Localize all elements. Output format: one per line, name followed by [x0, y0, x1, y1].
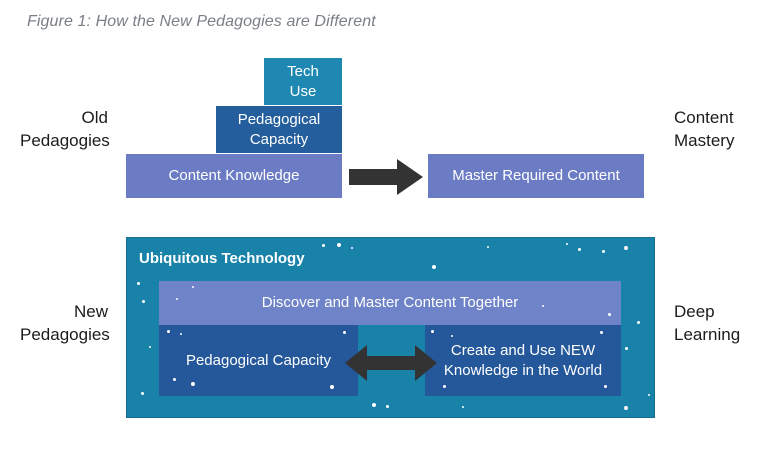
sparkle-dot [337, 243, 341, 247]
create-use-knowledge-box: Create and Use NEW Knowledge in the Worl… [425, 325, 621, 396]
sparkle-dot [386, 405, 389, 408]
sparkle-dot [542, 305, 544, 307]
tech-use-line2: Use [289, 82, 317, 100]
figure-caption: Figure 1: How the New Pedagogies are Dif… [27, 13, 376, 30]
tech-use-box: Tech Use [264, 58, 342, 105]
sparkle-dot [141, 392, 144, 395]
content-mastery-line1: Content [674, 108, 734, 127]
sparkle-dot [624, 406, 628, 410]
deep-learning-line1: Deep [674, 302, 715, 321]
ubiquitous-technology-title: Ubiquitous Technology [139, 250, 305, 267]
sparkle-dot [608, 313, 611, 316]
sparkle-dot [372, 403, 376, 407]
sparkle-dot [443, 385, 446, 388]
old-label-line2: Pedagogies [20, 131, 110, 150]
sparkle-dot [149, 346, 151, 348]
master-required-content-label: Master Required Content [452, 167, 620, 184]
sparkle-dot [322, 244, 325, 247]
pedagogical-capacity-inner-label: Pedagogical Capacity [185, 351, 332, 369]
sparkle-dot [487, 246, 489, 248]
sparkle-dot [167, 330, 170, 333]
sparkle-dot [602, 250, 605, 253]
double-arrow-icon [345, 345, 437, 381]
deep-learning-label: Deep Learning [674, 300, 740, 346]
content-mastery-line2: Mastery [674, 131, 735, 150]
pedagogical-capacity-box: Pedagogical Capacity [216, 106, 342, 153]
sparkle-dot [176, 298, 178, 300]
old-label-line1: Old [81, 108, 108, 127]
discover-master-content-label: Discover and Master Content Together [261, 294, 519, 311]
sparkle-dot [173, 378, 176, 381]
sparkle-dot [191, 382, 195, 386]
content-knowledge-box: Content Knowledge [126, 154, 342, 198]
new-label-line2: Pedagogies [20, 325, 110, 344]
create-line2: Knowledge in the World [443, 361, 603, 379]
sparkle-dot [431, 330, 434, 333]
sparkle-dot [600, 331, 603, 334]
content-mastery-label: Content Mastery [674, 106, 734, 152]
new-pedagogies-label: New Pedagogies [20, 300, 110, 346]
content-knowledge-label: Content Knowledge [168, 167, 300, 184]
master-required-content-box: Master Required Content [428, 154, 644, 198]
sparkle-dot [462, 406, 464, 408]
old-pedagogies-label: Old Pedagogies [20, 106, 110, 152]
sparkle-dot [451, 335, 453, 337]
ped-line1: Pedagogical [237, 110, 321, 128]
right-arrow-icon [349, 159, 423, 195]
create-line1: Create and Use NEW [450, 341, 596, 359]
sparkle-dot [142, 300, 145, 303]
discover-master-content-box: Discover and Master Content Together [159, 281, 621, 325]
sparkle-dot [330, 385, 334, 389]
sparkle-dot [343, 331, 346, 334]
sparkle-dot [578, 248, 581, 251]
sparkle-dot [137, 282, 140, 285]
ped-line2: Capacity [249, 130, 309, 148]
sparkle-dot [351, 247, 353, 249]
sparkle-dot [566, 243, 568, 245]
sparkle-dot [604, 385, 607, 388]
tech-use-line1: Tech [287, 62, 319, 80]
sparkle-dot [192, 286, 194, 288]
sparkle-dot [180, 333, 182, 335]
sparkle-dot [648, 394, 650, 396]
sparkle-dot [432, 265, 436, 269]
sparkle-dot [637, 321, 640, 324]
deep-learning-line2: Learning [674, 325, 741, 344]
sparkle-dot [624, 246, 628, 250]
sparkle-dot [625, 347, 628, 350]
new-label-line1: New [73, 302, 108, 321]
